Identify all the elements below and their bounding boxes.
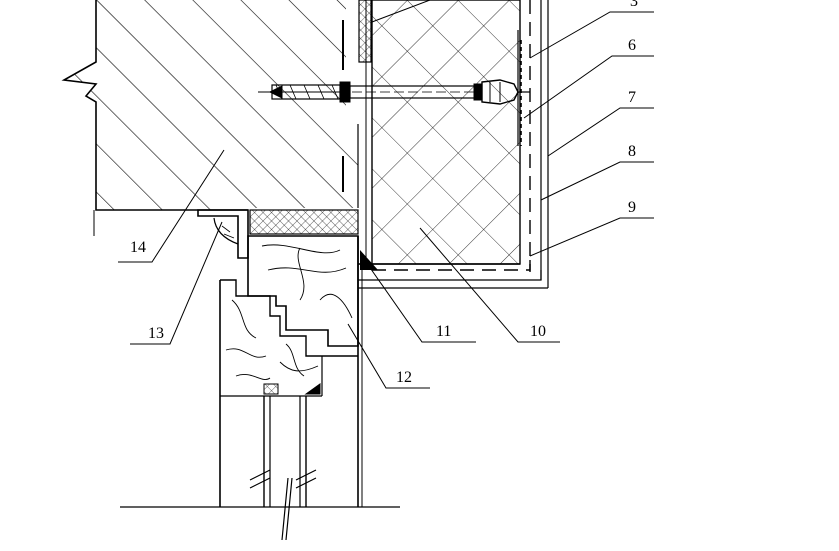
callout-labels: 3 6 7 8 9 10 11 12 13 14: [130, 0, 638, 386]
anchor-fixing: [258, 79, 530, 105]
leader-lines: [118, 0, 654, 389]
callout-7: 7: [628, 89, 636, 106]
mesh-strip: [358, 0, 372, 63]
concrete-wall: [61, 0, 359, 236]
sealant-corner: [360, 250, 378, 270]
callout-6: 6: [628, 37, 636, 54]
insulation-board: [365, 0, 521, 265]
callout-9: 9: [628, 199, 636, 216]
head-mesh-strip: [249, 209, 359, 235]
callout-12: 12: [396, 369, 412, 386]
callout-3: 3: [630, 0, 638, 10]
callout-13: 13: [148, 325, 164, 342]
callout-10: 10: [530, 323, 546, 340]
drip-flashing: [197, 209, 249, 259]
callout-8: 8: [628, 143, 636, 160]
callout-11: 11: [436, 323, 451, 340]
callout-14: 14: [130, 239, 146, 256]
window-frame: [120, 235, 400, 541]
